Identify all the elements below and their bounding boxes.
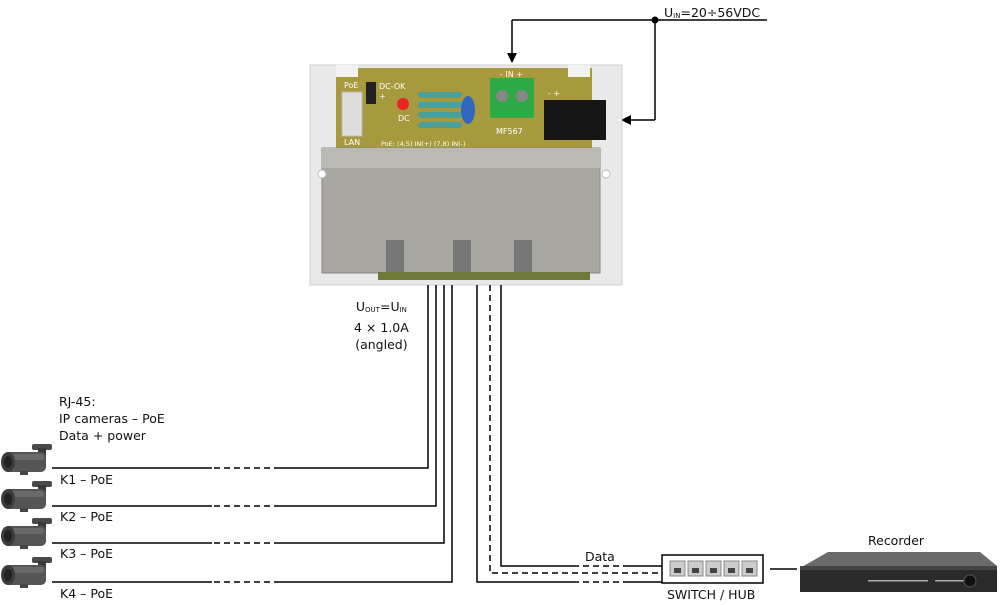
- lan-port-icon: [341, 91, 363, 137]
- camera-icon: [1, 444, 52, 475]
- svg-text:LAN: LAN: [344, 138, 360, 147]
- capacitor-icon: [461, 96, 475, 124]
- switch-label: SWITCH / HUB: [667, 587, 756, 602]
- svg-text:- +: - +: [548, 89, 560, 98]
- camera-icon: [1, 481, 52, 512]
- svg-text:DC: DC: [398, 114, 410, 123]
- camera-label-k4: K4 – PoE: [60, 586, 113, 601]
- svg-text:MF567: MF567: [496, 127, 523, 136]
- camera-icon: [1, 557, 52, 588]
- cameras-heading: RJ-45: IP cameras – PoE Data + power: [59, 394, 165, 443]
- svg-text:PoE: (4,5) IN(+) (7,8) IN(-): PoE: (4,5) IN(+) (7,8) IN(-): [381, 140, 466, 148]
- camera-icon: [1, 518, 52, 549]
- switch-hub: [661, 554, 764, 584]
- jumper-icon: [366, 82, 376, 104]
- camera-cables: [52, 285, 453, 583]
- camera-label-k3: K3 – PoE: [60, 546, 113, 561]
- poe-injector-device: PoE LAN DC-OK + DC - IN + - + MF567 PoE:…: [309, 64, 623, 286]
- svg-text:DC-OK: DC-OK: [379, 82, 406, 91]
- power-input-wiring: [507, 16, 767, 125]
- led-icon: [397, 98, 409, 110]
- output-spec: UOUT=UIN 4 × 1.0A (angled): [354, 299, 409, 352]
- junction-dot: [651, 16, 659, 24]
- camera-label-k1: K1 – PoE: [60, 472, 113, 487]
- camera-label-k2: K2 – PoE: [60, 509, 113, 524]
- svg-text:+: +: [379, 92, 386, 101]
- recorder-label: Recorder: [868, 533, 925, 548]
- power-input-label: UIN=20÷56VDC: [664, 5, 761, 20]
- data-cables: [476, 285, 797, 583]
- svg-text:- IN +: - IN +: [500, 70, 523, 79]
- dc-jack-icon: [544, 100, 606, 140]
- svg-text:PoE: PoE: [344, 81, 359, 90]
- data-label: Data: [585, 549, 615, 564]
- recorder-device: [800, 552, 997, 592]
- resistors-icon: [418, 92, 462, 128]
